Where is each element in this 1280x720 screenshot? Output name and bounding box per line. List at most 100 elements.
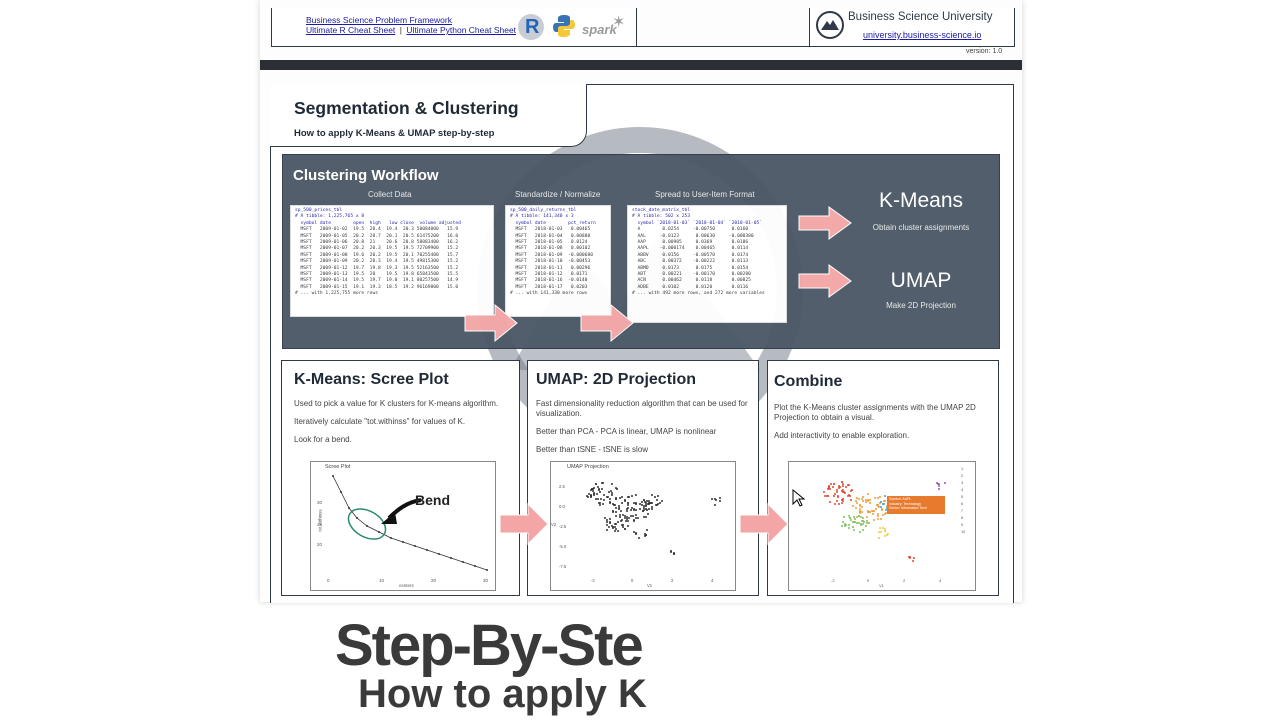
kmeans-description: Obtain cluster assignments xyxy=(872,223,970,232)
scatter-point xyxy=(835,489,838,492)
scatter-point xyxy=(868,499,871,502)
umap-ytick-3: -2.5 xyxy=(559,524,567,529)
scatter-point xyxy=(831,485,834,488)
scatter-point xyxy=(859,504,862,507)
scatter-point xyxy=(883,529,886,532)
scatter-point xyxy=(848,494,851,497)
scree-text-2: Iteratively calculate "tot.withinss" for… xyxy=(294,417,466,426)
scatter-point xyxy=(612,525,615,528)
scatter-point xyxy=(599,502,602,505)
video-caption-area xyxy=(0,612,1280,720)
divider-bar xyxy=(260,60,1022,70)
scatter-point xyxy=(713,498,716,501)
scatter-point xyxy=(825,495,828,498)
scatter-point xyxy=(858,531,861,534)
scatter-point xyxy=(620,501,623,504)
step-standardize-label: Standardize / Normalize xyxy=(515,190,601,199)
scatter-point xyxy=(591,489,594,492)
scatter-point xyxy=(626,507,629,510)
umap-text-3: Better than tSNE - tSNE is slow xyxy=(536,445,649,454)
scatter-point xyxy=(590,496,593,499)
scatter-point xyxy=(603,499,606,502)
scatter-point xyxy=(623,528,626,531)
cluster-legend: 1 2 3 4 5 6 7 8 9 10 xyxy=(961,467,966,534)
combined-plot[interactable]: Symbol: AAPL Industry: Technology Sector… xyxy=(788,461,976,591)
scatter-point xyxy=(861,497,864,500)
scatter-point xyxy=(860,523,863,526)
scatter-point xyxy=(845,523,848,526)
scatter-point xyxy=(884,500,887,503)
scatter-point xyxy=(615,498,618,501)
scatter-point xyxy=(886,532,889,535)
scatter-point xyxy=(854,517,857,520)
scatter-point xyxy=(865,501,868,504)
scatter-point xyxy=(862,520,865,523)
scatter-point xyxy=(714,499,717,502)
scatter-point xyxy=(860,524,863,527)
scatter-point xyxy=(862,522,865,525)
scatter-point xyxy=(837,487,840,490)
scatter-point xyxy=(622,526,625,529)
scatter-point xyxy=(626,520,629,523)
scatter-point xyxy=(943,482,946,485)
scatter-point xyxy=(586,496,589,499)
scatter-point xyxy=(878,496,881,499)
scatter-point xyxy=(626,504,629,507)
scatter-point xyxy=(638,537,641,539)
scatter-point xyxy=(842,500,845,503)
scatter-point xyxy=(597,487,600,490)
brand-url-link[interactable]: university.business-science.io xyxy=(863,30,982,40)
scatter-point xyxy=(610,524,613,527)
scatter-point xyxy=(860,506,863,509)
scatter-point xyxy=(648,500,651,503)
scatter-point xyxy=(844,491,847,494)
scree-text-3: Look for a bend. xyxy=(294,435,352,444)
scatter-point xyxy=(852,521,855,524)
scatter-point xyxy=(885,505,888,508)
r-cheat-sheet-link[interactable]: Ultimate R Cheat Sheet xyxy=(306,25,396,35)
scatter-point xyxy=(912,556,915,559)
scatter-point xyxy=(612,503,615,506)
scatter-point xyxy=(596,493,599,496)
scatter-point xyxy=(590,488,593,491)
scatter-point xyxy=(862,500,865,503)
scatter-point xyxy=(590,495,593,498)
scatter-point xyxy=(833,494,835,497)
scatter-point xyxy=(611,482,614,485)
scatter-point xyxy=(877,531,880,534)
scatter-point xyxy=(623,499,626,502)
scatter-point xyxy=(614,487,617,490)
umap-text-2: Better than PCA - PCA is linear, UMAP is… xyxy=(536,427,717,436)
scatter-point xyxy=(611,492,614,495)
scatter-point xyxy=(642,508,645,511)
scree-xtick-3: 20 xyxy=(431,578,437,583)
brand-url-container: university.business-science.io xyxy=(863,25,981,43)
scatter-point xyxy=(635,508,638,511)
scree-ytick-2: 25 xyxy=(317,522,323,527)
scatter-point xyxy=(848,517,851,520)
code-prices-table: sp_500_prices_tbl # A tibble: 1,225,765 … xyxy=(290,205,494,317)
scree-curve xyxy=(332,475,488,571)
python-cheat-sheet-link[interactable]: Ultimate Python Cheat Sheet xyxy=(406,25,517,35)
scatter-point xyxy=(850,490,853,493)
scatter-point xyxy=(841,491,844,494)
scatter-point xyxy=(632,501,635,504)
scree-xtick-2: 10 xyxy=(379,578,385,583)
scatter-point xyxy=(883,534,886,537)
scatter-point xyxy=(606,496,609,499)
umap-plot-title: UMAP Projection xyxy=(567,464,609,470)
scatter-point xyxy=(866,522,869,525)
scatter-point xyxy=(614,510,617,513)
umap-ytick-1: 2.5 xyxy=(559,484,565,489)
scatter-point xyxy=(595,497,598,500)
scatter-point xyxy=(843,523,846,526)
problem-framework-link[interactable]: Business Science Problem Framework xyxy=(306,15,452,25)
scatter-point xyxy=(867,500,870,503)
scatter-point xyxy=(827,495,830,498)
scatter-point xyxy=(845,486,848,489)
scatter-point xyxy=(867,511,870,514)
scree-xlabel: centers xyxy=(399,583,414,588)
workflow-heading: Clustering Workflow xyxy=(293,167,439,184)
scatter-point xyxy=(611,494,614,497)
scatter-point xyxy=(881,527,884,529)
